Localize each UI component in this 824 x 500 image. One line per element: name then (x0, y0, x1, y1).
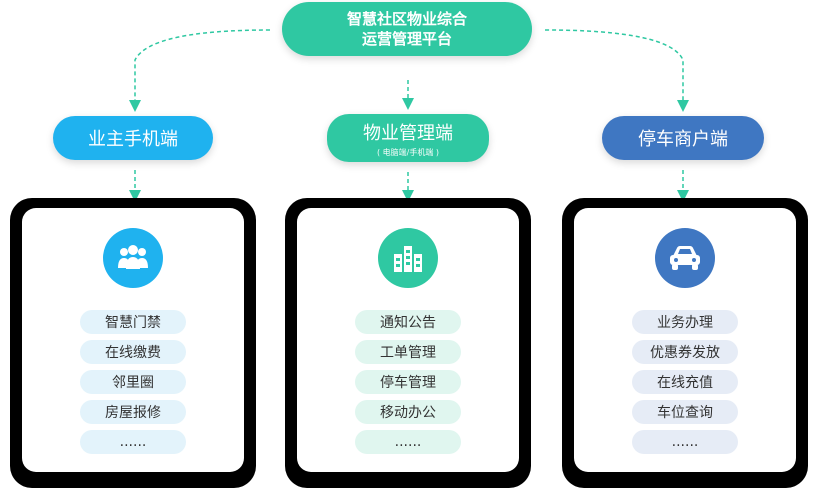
merchant-feature-list: 业务办理 优惠券发放 在线充值 车位查询 ...... (574, 310, 796, 460)
owner-node-label: 业主手机端 (88, 129, 178, 150)
car-icon (655, 228, 715, 288)
list-item: 移动办公 (355, 400, 461, 424)
list-item: 优惠券发放 (632, 340, 738, 364)
property-node-label: 物业管理端 (363, 122, 453, 144)
property-management-node: 物业管理端 ( 电脑端/手机端 ) (327, 114, 489, 162)
list-item: 房屋报修 (80, 400, 186, 424)
list-item: 业务办理 (632, 310, 738, 334)
list-item: ...... (355, 430, 461, 454)
owner-mobile-node: 业主手机端 (53, 116, 213, 160)
list-item: 在线缴费 (80, 340, 186, 364)
list-item: ...... (80, 430, 186, 454)
platform-title-line2: 运营管理平台 (361, 30, 452, 48)
property-feature-list: 通知公告 工单管理 停车管理 移动办公 ...... (297, 310, 519, 460)
list-item: 通知公告 (355, 310, 461, 334)
list-item: ...... (632, 430, 738, 454)
arrow-platform-to-merchant (544, 29, 689, 112)
merchant-feature-card: 业务办理 优惠券发放 在线充值 车位查询 ...... (562, 198, 808, 488)
list-item: 工单管理 (355, 340, 461, 364)
merchant-node-label: 停车商户端 (638, 129, 728, 150)
list-item: 车位查询 (632, 400, 738, 424)
owner-feature-card: 智慧门禁 在线缴费 邻里圈 房屋报修 ...... (10, 198, 256, 488)
list-item: 智慧门禁 (80, 310, 186, 334)
owner-feature-list: 智慧门禁 在线缴费 邻里圈 房屋报修 ...... (22, 310, 244, 460)
arrow-platform-to-owner (129, 29, 271, 112)
buildings-icon (378, 228, 438, 288)
platform-node: 智慧社区物业综合 运营管理平台 (282, 2, 532, 56)
property-feature-card: 通知公告 工单管理 停车管理 移动办公 ...... (285, 198, 531, 488)
property-node-sublabel: ( 电脑端/手机端 ) (376, 147, 440, 157)
parking-merchant-node: 停车商户端 (602, 116, 764, 160)
platform-title-line1: 智慧社区物业综合 (346, 10, 467, 28)
group-people-icon (103, 228, 163, 288)
list-item: 在线充值 (632, 370, 738, 394)
list-item: 邻里圈 (80, 370, 186, 394)
list-item: 停车管理 (355, 370, 461, 394)
